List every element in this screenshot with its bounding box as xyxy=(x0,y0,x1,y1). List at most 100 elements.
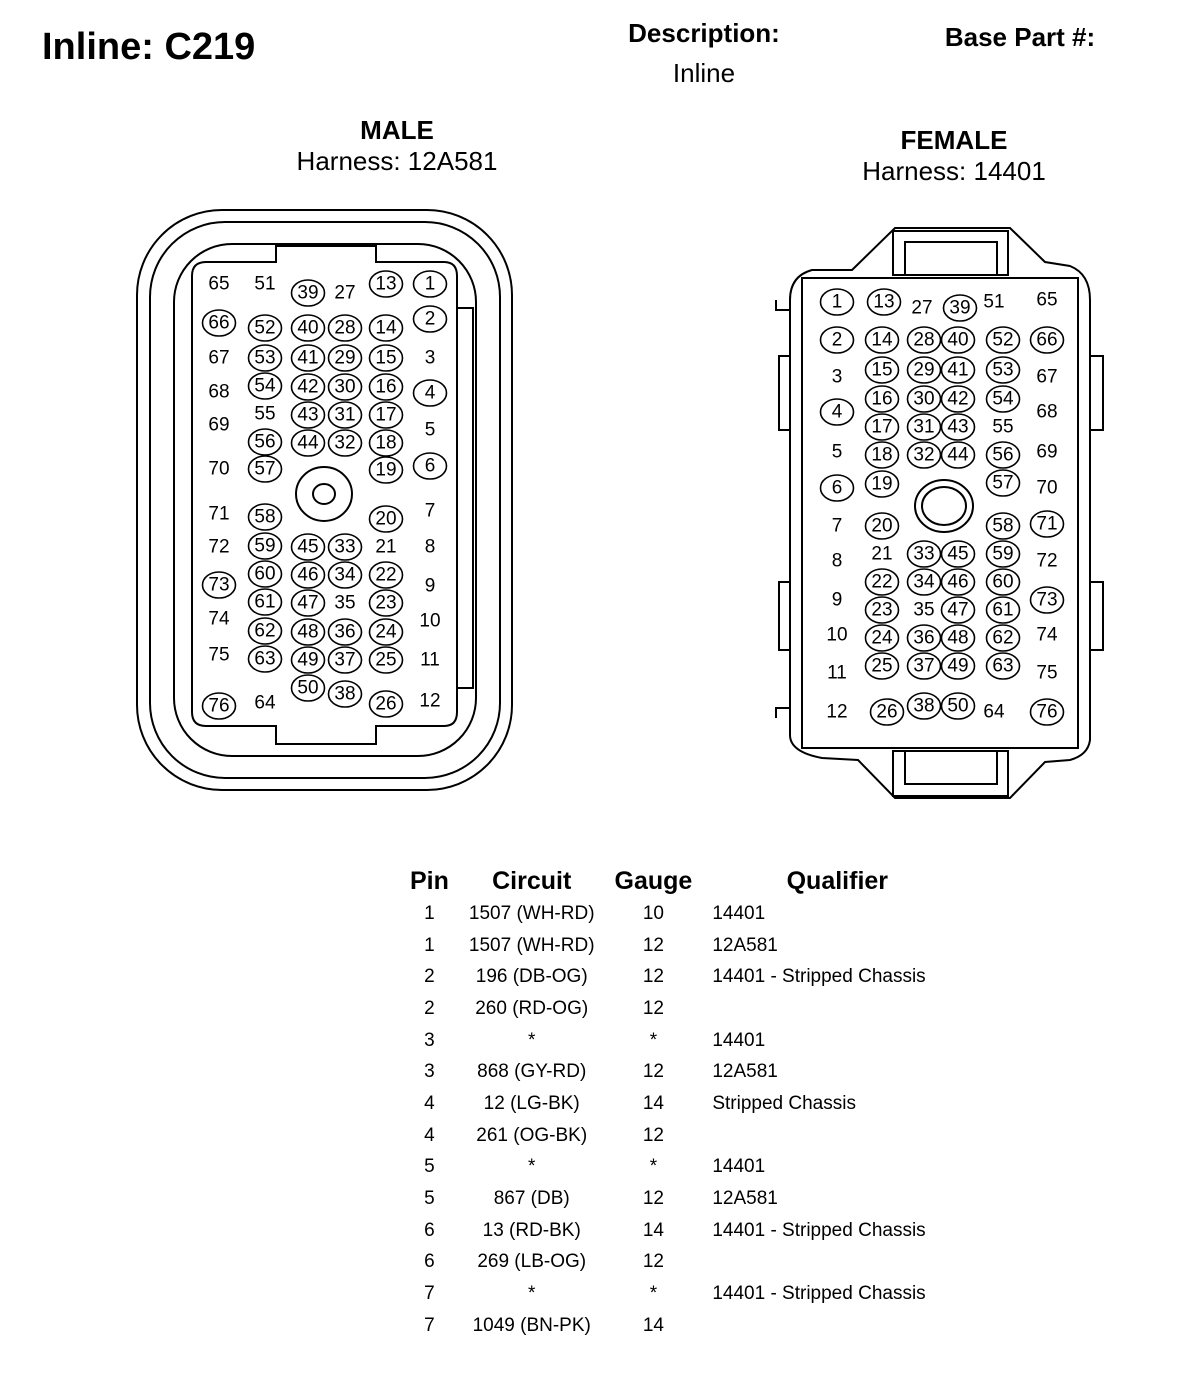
pin-15: 15 xyxy=(368,344,404,372)
pin-circle xyxy=(819,398,855,426)
pin-circle xyxy=(201,571,237,599)
cell-circuit: 1507 (WH-RD) xyxy=(468,902,595,924)
pin-circle xyxy=(866,288,902,316)
pin-56: 56 xyxy=(985,441,1021,469)
pin-circle xyxy=(368,401,404,429)
pin-circle xyxy=(327,429,363,457)
pin-label: 21 xyxy=(871,544,892,565)
pin-circle xyxy=(327,618,363,646)
pin-circle xyxy=(247,344,283,372)
pin-label: 70 xyxy=(208,459,229,480)
pin-label: 13 xyxy=(375,274,396,295)
pin-circle xyxy=(940,596,976,624)
pin-label: 1 xyxy=(832,292,843,313)
pin-label: 51 xyxy=(254,274,275,295)
pin-circle xyxy=(985,540,1021,568)
pin-36: 36 xyxy=(327,618,363,646)
pin-54: 54 xyxy=(985,385,1021,413)
pin-circle xyxy=(864,568,900,596)
pin-label: 76 xyxy=(208,696,229,717)
description-value: Inline xyxy=(672,58,736,88)
pin-label: 56 xyxy=(254,432,275,453)
pin-circle xyxy=(864,413,900,441)
cell-pin: 3 xyxy=(424,1029,435,1051)
cell-pin: 5 xyxy=(424,1188,435,1210)
pin-label: 38 xyxy=(913,696,934,717)
pin-circle xyxy=(201,692,237,720)
pin-label: 22 xyxy=(871,572,892,593)
pin-label: 18 xyxy=(871,445,892,466)
pin-circle xyxy=(906,413,942,441)
pin-2: 2 xyxy=(412,305,448,333)
cell-qualifier: 14401 xyxy=(712,1156,766,1178)
pin-circle xyxy=(247,428,283,456)
header-pin: Pin xyxy=(410,866,449,895)
pin-30: 30 xyxy=(327,373,363,401)
pin-6: 6 xyxy=(412,452,448,480)
description-label: Description: xyxy=(628,18,780,48)
cell-qualifier xyxy=(702,1247,972,1279)
pin-40: 40 xyxy=(940,326,976,354)
cell-gauge: 12 xyxy=(642,1188,664,1210)
pin-34: 34 xyxy=(906,568,942,596)
pin-label: 66 xyxy=(208,313,229,334)
pin-label: 24 xyxy=(871,628,893,649)
pin-label: 39 xyxy=(949,298,970,319)
pin-label: 72 xyxy=(208,537,229,558)
cell-gauge: 14 xyxy=(642,1219,664,1241)
pin-38: 38 xyxy=(327,680,363,708)
pin-label: 46 xyxy=(297,565,318,586)
pin-60: 60 xyxy=(985,568,1021,596)
pin-circle xyxy=(1029,326,1065,354)
pin-circle xyxy=(985,568,1021,596)
pin-label: 32 xyxy=(913,445,934,466)
pin-label: 3 xyxy=(832,367,843,388)
pin-8: 8 xyxy=(425,537,436,558)
pin-label: 40 xyxy=(947,330,968,351)
pin-71: 71 xyxy=(1029,510,1065,538)
pin-label: 59 xyxy=(254,536,275,557)
pin-22: 22 xyxy=(368,561,404,589)
pin-label: 69 xyxy=(208,415,229,436)
pin-label: 33 xyxy=(334,537,355,558)
pin-circle xyxy=(412,305,448,333)
pin-57: 57 xyxy=(247,455,283,483)
pin-43: 43 xyxy=(290,401,326,429)
pin-circle xyxy=(864,385,900,413)
pin-14: 14 xyxy=(864,326,900,354)
pin-circle xyxy=(940,413,976,441)
pin-circle xyxy=(368,270,404,298)
pin-circle xyxy=(940,568,976,596)
pin-circle xyxy=(906,356,942,384)
pin-66: 66 xyxy=(201,309,237,337)
pin-label: 29 xyxy=(334,348,355,369)
cell-gauge: 12 xyxy=(642,966,664,988)
pin-table-header-row: Pin Circuit Gauge Qualifier xyxy=(400,864,972,898)
pin-72: 72 xyxy=(1036,551,1057,572)
pin-circle xyxy=(819,474,855,502)
pin-circle xyxy=(247,314,283,342)
cell-pin: 2 xyxy=(424,997,435,1019)
pin-label: 27 xyxy=(334,283,355,304)
pin-53: 53 xyxy=(247,344,283,372)
cell-pin: 3 xyxy=(424,1061,435,1083)
pin-circle xyxy=(906,326,942,354)
cell-circuit: 868 (GY-RD) xyxy=(477,1061,587,1083)
pin-39: 39 xyxy=(942,294,978,322)
pin-label: 50 xyxy=(947,696,968,717)
pin-label: 55 xyxy=(992,417,1013,438)
pin-label: 53 xyxy=(992,360,1013,381)
pin-label: 31 xyxy=(334,405,355,426)
pin-circle xyxy=(864,326,900,354)
pin-circle xyxy=(327,344,363,372)
cell-qualifier: 12A581 xyxy=(712,1061,778,1083)
pin-label: 57 xyxy=(254,459,275,480)
pin-61: 61 xyxy=(247,588,283,616)
pin-label: 41 xyxy=(947,360,968,381)
pin-circle xyxy=(327,561,363,589)
pin-17: 17 xyxy=(368,401,404,429)
pin-49: 49 xyxy=(940,652,976,680)
